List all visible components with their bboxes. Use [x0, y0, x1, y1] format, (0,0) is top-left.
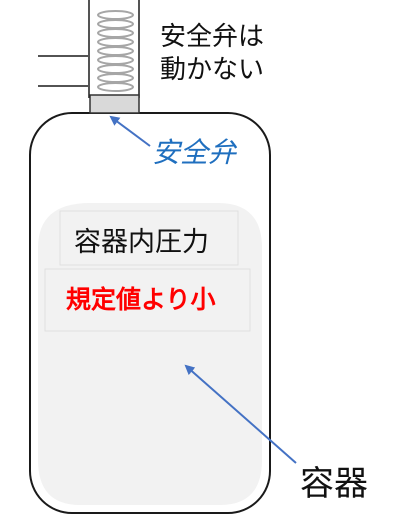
internal-pressure-label: 容器内圧力 [74, 227, 209, 258]
valve-note-line2: 動かない [160, 55, 265, 85]
condition-label-frame [44, 268, 251, 332]
spring-coil [97, 46, 134, 56]
safety-valve-disc [89, 94, 140, 114]
spring-coil [97, 37, 134, 47]
container-label: 容器 [300, 464, 368, 504]
container-arrow [184, 364, 297, 464]
safety-valve-arrow [109, 115, 151, 147]
spring-icon [97, 10, 134, 92]
spring-coil [97, 64, 134, 74]
spring-coil [97, 82, 134, 92]
spring-coil [97, 73, 134, 83]
pressure-label-frame [59, 210, 239, 266]
safety-valve-label: 安全弁 [152, 136, 237, 169]
spring-coil [97, 19, 134, 29]
pressure-condition-label: 規定値より小 [66, 285, 216, 314]
spring-coil [97, 28, 134, 38]
valve-note-line1: 安全弁は [160, 22, 265, 52]
spring-coil [97, 55, 134, 65]
spring-coil [97, 10, 134, 20]
pressure-region [38, 203, 262, 505]
